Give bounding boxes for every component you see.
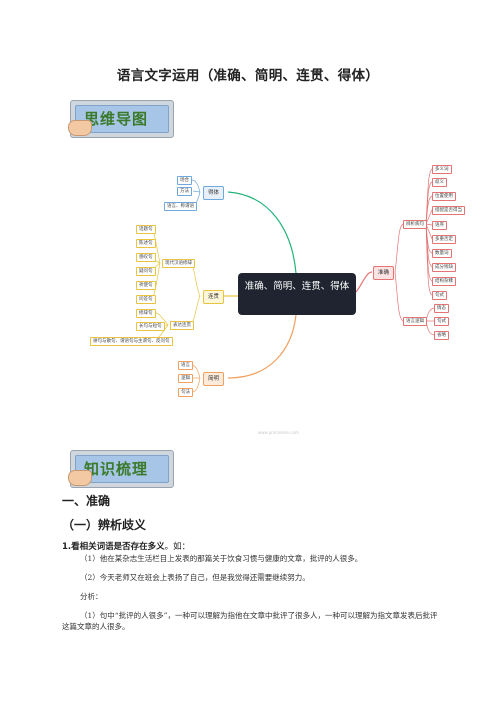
mindmap-subnode: 表达连贯: [170, 321, 194, 330]
branch-dete: 得体: [203, 186, 225, 200]
example-sentence-1: （1）他在某杂志生活栏目上发表的那篇关于饮食习惯与健康的文章，批评的人很多。: [80, 554, 363, 563]
mindmap-node: 结构杂糅: [432, 277, 456, 286]
mindmap-subnode: 语言逻辑: [403, 317, 427, 326]
branch-liangguan: 连贯: [203, 290, 225, 304]
mindmap-node: 问答句: [136, 295, 156, 304]
banner-text: 知识梳理: [84, 460, 149, 478]
branch-zhunque: 准确: [373, 266, 395, 280]
mindmap-node: 成分残缺: [432, 263, 456, 272]
watermark: www.processon.com: [258, 430, 299, 435]
mindmap-node: 省略: [434, 331, 449, 340]
point-heading-bold: 1.看相关词语是否存在多义: [62, 542, 165, 552]
mindmap-node: 语言、称谓语: [164, 202, 197, 211]
branch-jianming: 简明: [203, 372, 225, 386]
mindmap-node: 方法: [177, 187, 192, 196]
section-heading: 一、准确: [62, 494, 111, 508]
mindmap-node: 感叹句: [136, 253, 156, 262]
mindmap-node: 修辞句: [136, 309, 156, 318]
mindmap-node: 逻辑: [178, 374, 193, 383]
analysis-paragraph: （1）句中“批评的人很多”，一种可以理解为指他在文章中批评了很多人，一种可以理解…: [62, 611, 438, 631]
point-heading-tail: 。如：: [164, 542, 191, 552]
mindmap-node: 句法: [178, 388, 193, 397]
point-heading: 1.看相关词语是否存在多义。如：: [62, 540, 190, 552]
mindmap-center-node: 准确、简明、连贯、得体: [238, 273, 356, 315]
mindmap-node: 话题句: [136, 225, 156, 234]
mindmap-node: 祈使句: [136, 281, 156, 290]
mindmap-node: 陈述句: [136, 239, 156, 248]
mindmap-node: 句式: [432, 291, 447, 300]
analysis-label: 分析：: [80, 592, 103, 601]
subsection-heading: （一）辨析歧义: [62, 518, 147, 532]
mindmap-node: 骈句与散句、谓语句与主谓句、反问句: [90, 337, 173, 346]
mindmap-banner: 思维导图: [68, 100, 174, 138]
banner-text: 思维导图: [84, 110, 149, 128]
mindmap-node: 多义词: [432, 165, 452, 174]
mindmap-node: 情态: [434, 304, 449, 313]
mindmap-node: 多重否定: [432, 235, 456, 244]
mindmap-node: 句式: [434, 317, 449, 326]
knowledge-banner: 知识梳理: [68, 450, 174, 488]
pointing-hand-icon: [68, 470, 92, 486]
mindmap-node: 歧义: [432, 178, 447, 187]
mindmap-node: 疑问句: [136, 267, 156, 276]
mindmap-node: 语言: [178, 361, 193, 370]
mindmap-node: 数量词: [432, 249, 452, 258]
mindmap-subnode: 辨析病句: [403, 220, 427, 229]
mindmap-node: 长句与短句: [136, 322, 165, 331]
mindmap-node: 位置使用: [432, 192, 456, 201]
mindmap-subnode: 现代汉语修辞: [162, 259, 195, 268]
example-sentence-2: （2）今天老师又在班会上表扬了自己，但是我觉得还需要继续努力。: [80, 573, 310, 582]
mindmap-node: 搭配是否得当: [432, 206, 465, 215]
page-title: 语言文字运用（准确、简明、连贯、得体）: [116, 68, 380, 84]
mindmap-node: 场合: [177, 176, 192, 185]
pointing-hand-icon: [68, 120, 92, 136]
mindmap-node: 语序: [432, 221, 447, 230]
